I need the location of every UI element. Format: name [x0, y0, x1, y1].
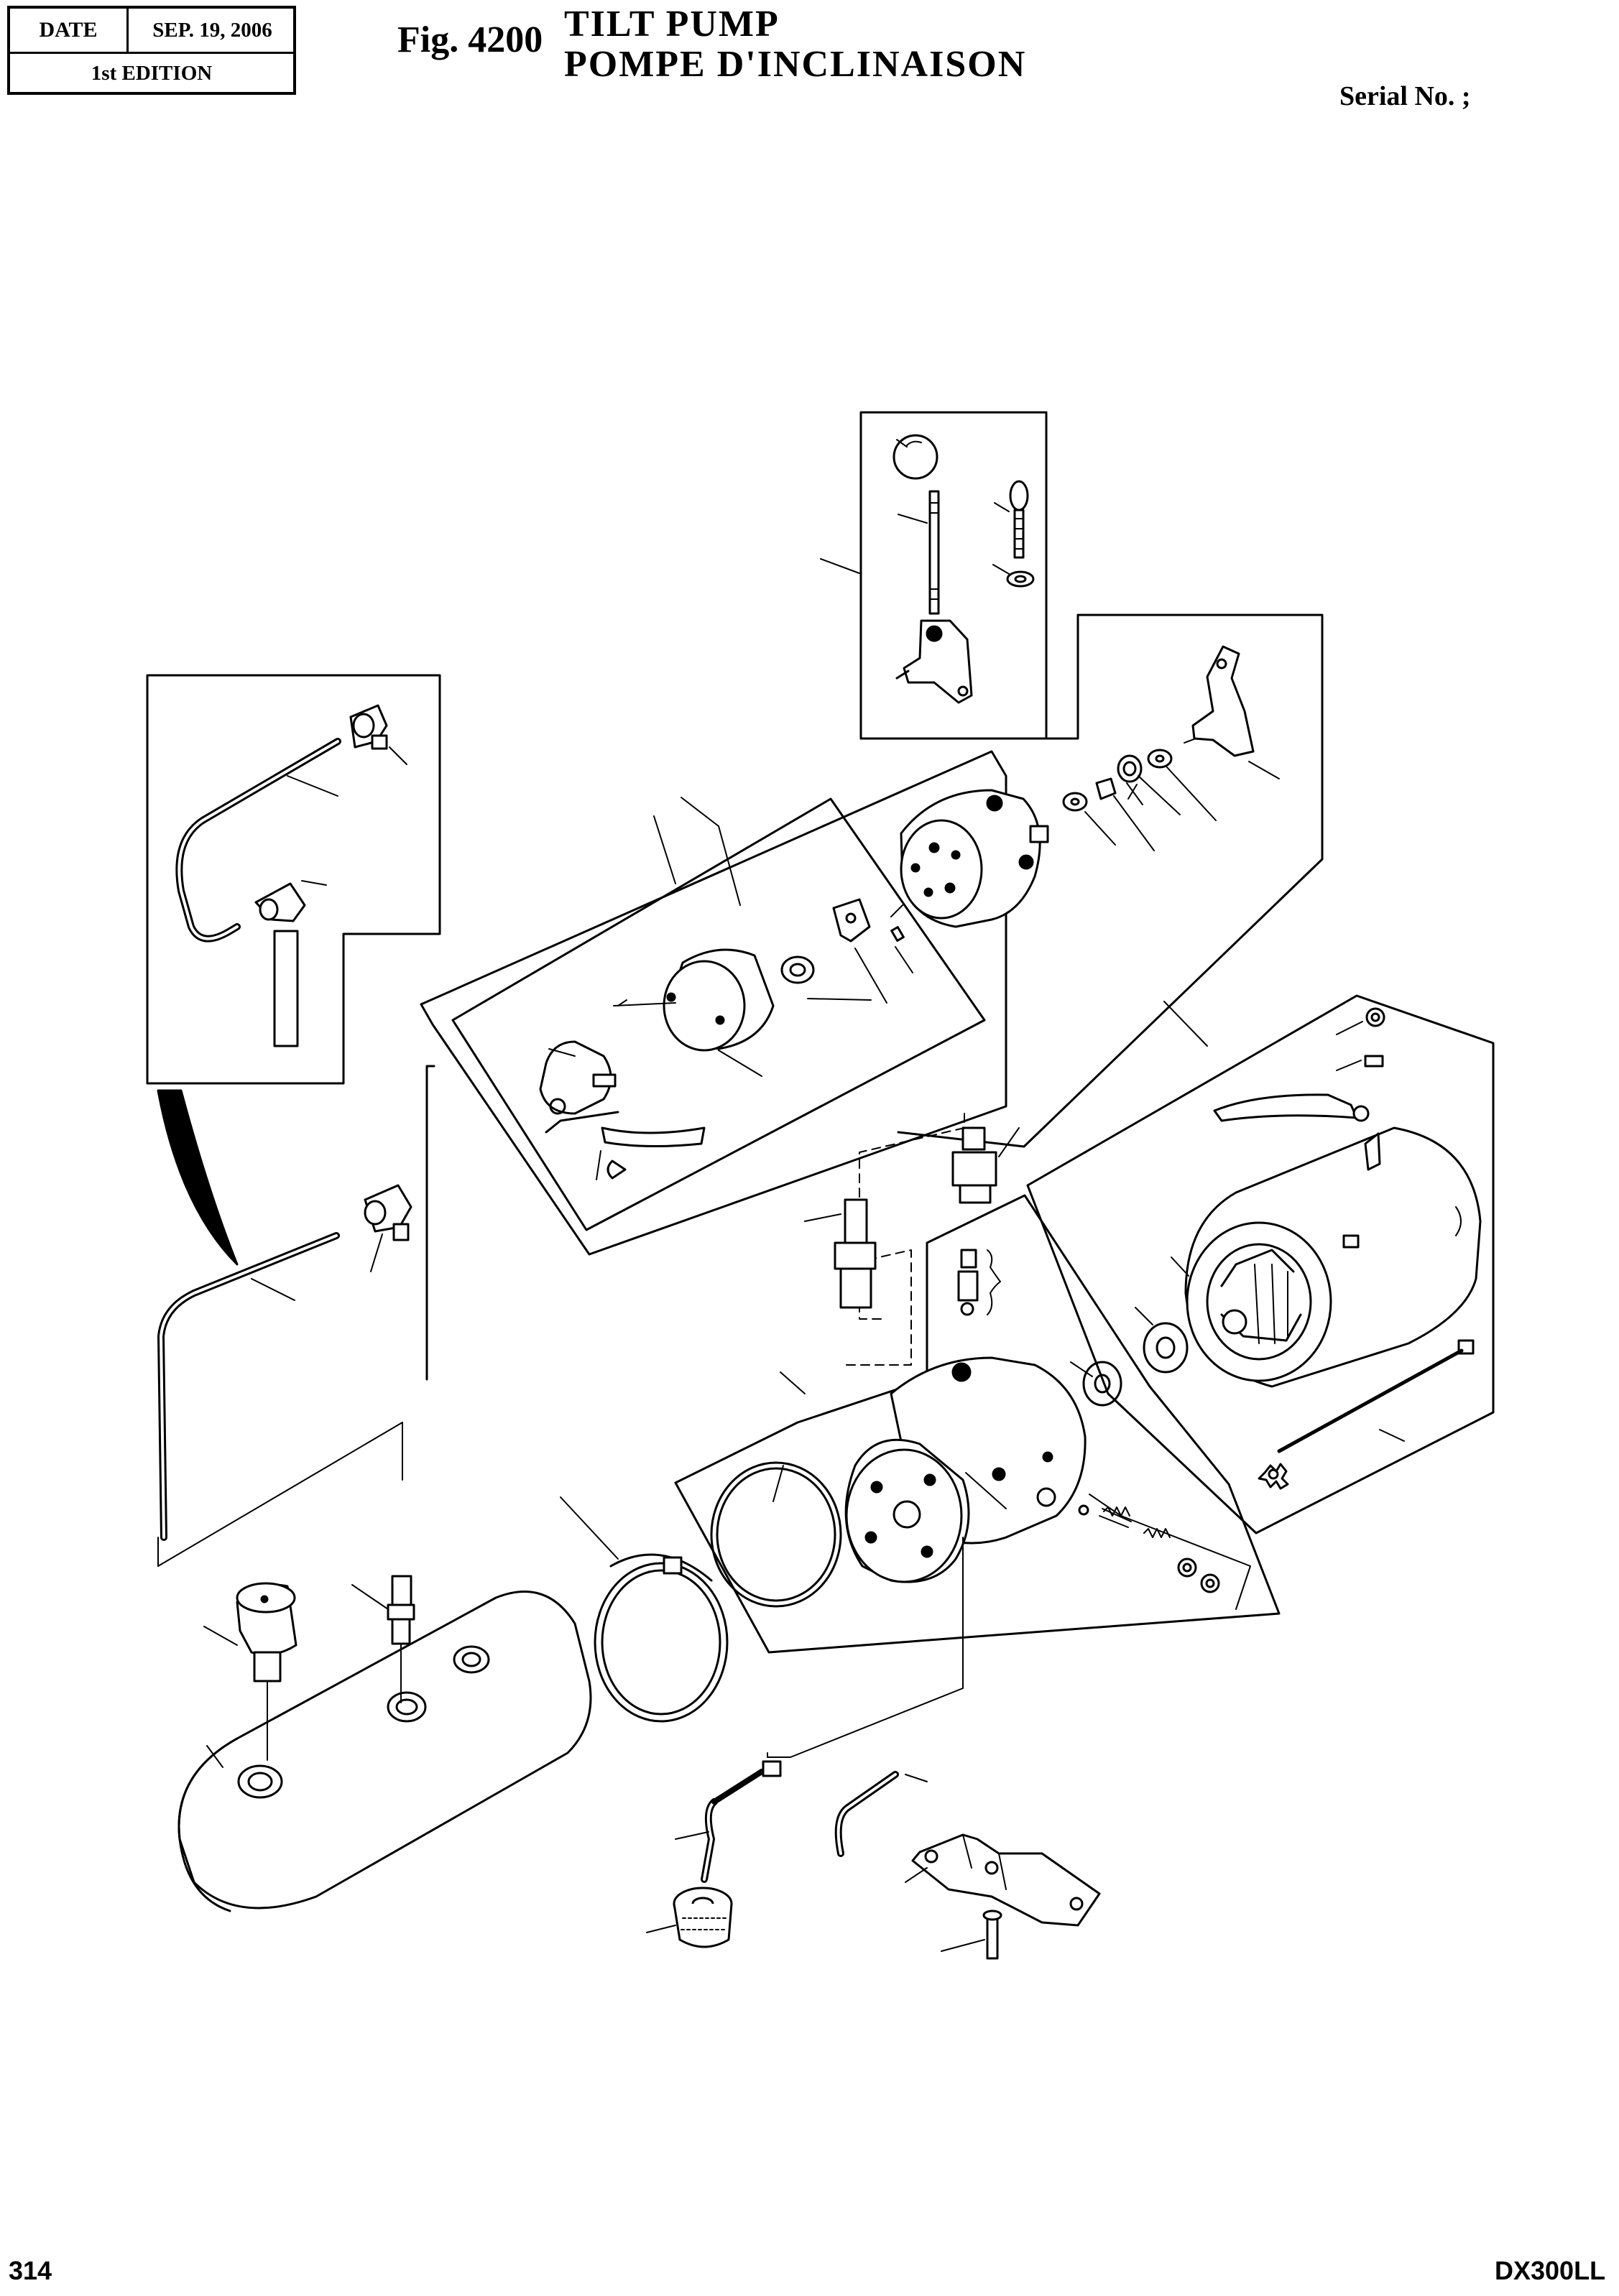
date-edition-box: DATE SEP. 19, 2006 1st EDITION	[7, 6, 296, 95]
title-french: POMPE D'INCLINAISON	[564, 44, 1027, 85]
motor	[1171, 1126, 1482, 1388]
control-lever-inset	[820, 411, 1048, 740]
valve-small-parts	[1062, 645, 1280, 851]
date-row: DATE SEP. 19, 2006	[10, 9, 293, 54]
title-english: TILT PUMP	[564, 4, 780, 45]
bearings-and-seals	[710, 1307, 1189, 1608]
date-label: DATE	[10, 9, 129, 52]
valve-block	[890, 789, 1049, 928]
pump-outline	[674, 1194, 1281, 1654]
hydraulic-tank	[177, 1591, 592, 1912]
strainer	[646, 1887, 733, 1948]
left-hose-assembly	[157, 1065, 435, 1567]
motor-strap-and-nuts	[1213, 1007, 1385, 1122]
solenoid-parts	[539, 898, 913, 1180]
tie-rod	[1258, 1339, 1475, 1490]
date-value: SEP. 19, 2006	[152, 19, 272, 42]
suction-lines	[675, 1537, 964, 1883]
figure-number: Fig. 4200	[397, 19, 543, 60]
hose-inset	[146, 674, 441, 1085]
tank-clamp-band	[560, 1496, 729, 1723]
model-name: DX300LL	[1495, 2256, 1606, 2285]
valve-assembly-outline	[420, 614, 1324, 1256]
curved-arrow	[157, 1089, 239, 1266]
page-number: 314	[9, 2256, 52, 2285]
center-fittings	[780, 1113, 1020, 1394]
mounting-bracket	[905, 1833, 1101, 1960]
pump-body	[844, 1356, 1087, 1583]
edition-label: 1st EDITION	[91, 62, 213, 85]
relief-valve-parts	[1078, 1504, 1220, 1593]
motor-outline	[1026, 994, 1495, 1534]
tank-return-fitting	[351, 1575, 415, 1703]
breather-cap	[203, 1582, 297, 1761]
serial-number-label: Serial No. ;	[1339, 81, 1471, 111]
